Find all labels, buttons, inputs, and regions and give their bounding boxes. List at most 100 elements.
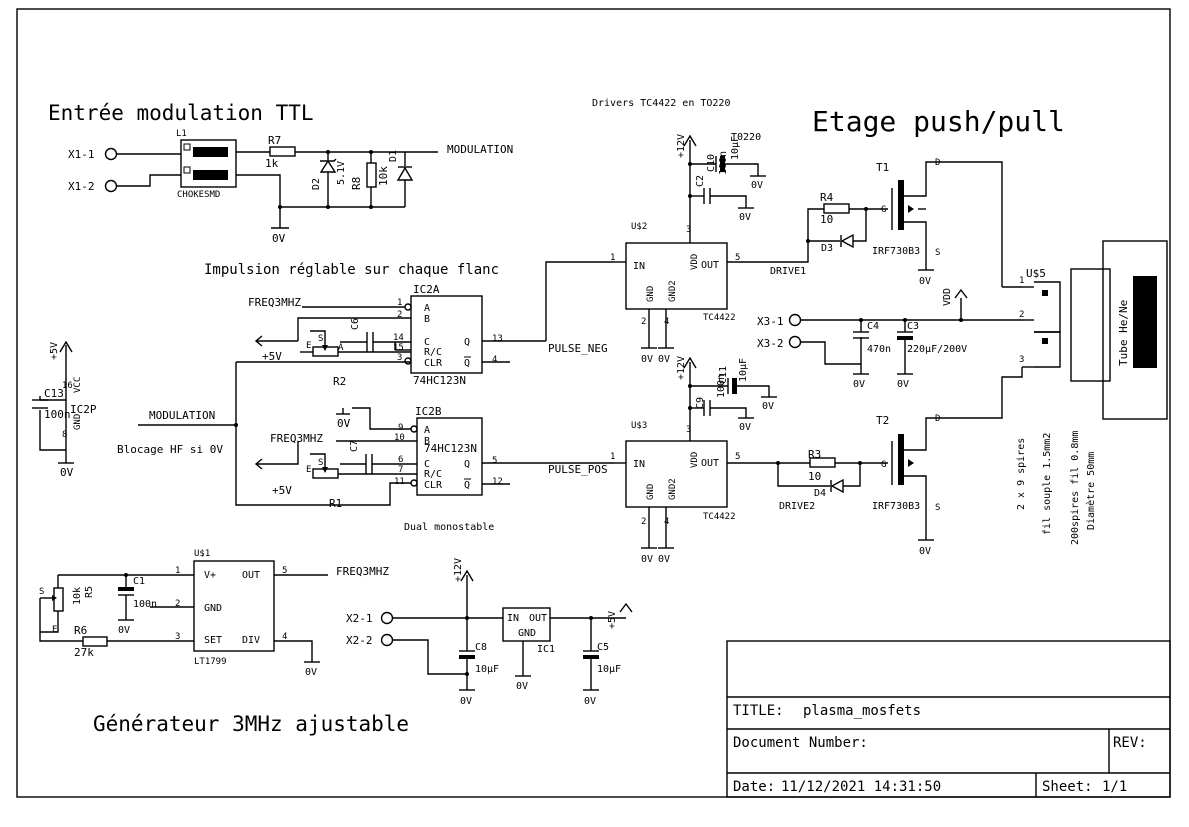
ic2p-supply: 0V +5V C13 100n IC2P VCC GND 16 8 <box>32 340 97 479</box>
svg-text:+5V: +5V <box>262 350 282 363</box>
svg-text:1: 1 <box>610 253 615 263</box>
svg-text:Q: Q <box>464 459 470 470</box>
svg-text:16: 16 <box>62 381 73 391</box>
svg-text:R/C: R/C <box>424 347 442 358</box>
svg-text:TC4422: TC4422 <box>703 313 736 323</box>
title-value: plasma_mosfets <box>803 703 921 719</box>
svg-text:2: 2 <box>397 310 402 320</box>
svg-text:10k: 10k <box>72 587 83 605</box>
svg-text:IN: IN <box>633 459 645 470</box>
resistor-r4 <box>823 203 850 214</box>
svg-text:X2-1: X2-1 <box>346 612 373 625</box>
svg-text:10k: 10k <box>377 166 390 186</box>
svg-text:100n: 100n <box>133 599 157 610</box>
svg-text:IRF730B3: IRF730B3 <box>872 501 920 512</box>
svg-text:PULSE_POS: PULSE_POS <box>548 463 608 476</box>
svg-text:U$2: U$2 <box>631 222 647 232</box>
svg-text:A: A <box>424 425 430 436</box>
svg-text:C6: C6 <box>350 318 361 330</box>
svg-text:C: C <box>424 459 430 470</box>
svg-text:10µF: 10µF <box>738 358 749 382</box>
svg-text:C13: C13 <box>44 387 64 400</box>
choke-l1: L1 CHOKESMD <box>176 129 237 200</box>
svg-text:6: 6 <box>398 455 403 465</box>
svg-text:200spires fil 0.8mm: 200spires fil 0.8mm <box>1070 431 1081 545</box>
connector-x1-2 <box>104 179 118 193</box>
svg-text:R1: R1 <box>329 497 342 510</box>
svg-text:5: 5 <box>735 452 740 462</box>
svg-text:IRF730B3: IRF730B3 <box>872 246 920 257</box>
x1-2-label: X1-2 <box>68 180 95 193</box>
svg-text:CHOKESMD: CHOKESMD <box>177 190 220 200</box>
svg-text:2: 2 <box>641 517 646 527</box>
net-modulation-label: MODULATION <box>447 143 513 156</box>
svg-text:VDD: VDD <box>942 288 953 306</box>
svg-text:C3: C3 <box>907 321 919 332</box>
svg-text:100n: 100n <box>718 151 729 175</box>
svg-text:B: B <box>424 436 430 447</box>
svg-text:3: 3 <box>686 425 691 435</box>
ttl-input-circuit: X1-1 X1-2 L1 CHOKESMD R7 1k MODULATION D… <box>68 129 513 245</box>
heading-blocking: Blocage HF si 0V <box>117 443 223 456</box>
x1-1-label: X1-1 <box>68 148 95 161</box>
svg-text:GND: GND <box>204 603 222 614</box>
svg-text:OUT: OUT <box>242 570 260 581</box>
driver-us2: U$2 TC4422 IN OUT VDD GND GND2 1 5 3 2 4… <box>610 132 766 365</box>
connector-x3-1 <box>788 313 802 327</box>
svg-text:R6: R6 <box>74 624 87 637</box>
svg-text:T2: T2 <box>876 414 889 427</box>
svg-text:10µF: 10µF <box>730 136 741 160</box>
svg-text:R/C: R/C <box>424 469 442 480</box>
svg-text:100n: 100n <box>716 374 727 398</box>
svg-text:GND: GND <box>73 414 83 430</box>
svg-text:220µF/200V: 220µF/200V <box>907 344 967 355</box>
svg-text:S: S <box>935 248 940 258</box>
svg-text:Q: Q <box>464 358 470 369</box>
svg-text:R5: R5 <box>84 586 95 598</box>
svg-text:S: S <box>318 334 323 344</box>
svg-text:IC1: IC1 <box>537 644 555 655</box>
svg-text:4: 4 <box>282 632 287 642</box>
svg-text:C8: C8 <box>475 642 487 653</box>
svg-text:E: E <box>52 625 57 635</box>
sheet-value: 1/1 <box>1102 779 1127 795</box>
resistor-r6 <box>82 636 108 647</box>
svg-text:DIV: DIV <box>242 635 260 646</box>
svg-text:DRIVE2: DRIVE2 <box>779 501 815 512</box>
svg-text:0V: 0V <box>641 554 653 565</box>
svg-text:+5V: +5V <box>49 342 60 360</box>
svg-text:FREQ3MHZ: FREQ3MHZ <box>270 432 323 445</box>
svg-text:3: 3 <box>397 353 402 363</box>
svg-text:Q: Q <box>464 337 470 348</box>
svg-text:C11: C11 <box>718 366 729 384</box>
heading-push-pull: Etage push/pull <box>812 105 1065 138</box>
heading-monostable: Dual monostable <box>404 522 494 533</box>
potentiometer-r5 <box>53 587 64 612</box>
svg-text:GND2: GND2 <box>668 280 678 302</box>
svg-text:CLR: CLR <box>424 358 443 369</box>
svg-text:VDD: VDD <box>690 254 700 270</box>
svg-text:0V: 0V <box>739 422 751 433</box>
heading-pulse: Impulsion réglable sur chaque flanc <box>204 262 499 278</box>
svg-text:5: 5 <box>492 456 497 466</box>
heading-ttl-input: Entrée modulation TTL <box>48 101 314 125</box>
svg-text:10: 10 <box>820 213 833 226</box>
svg-text:0V: 0V <box>305 667 317 678</box>
svg-text:D3: D3 <box>821 243 833 254</box>
svg-text:C: C <box>424 337 430 348</box>
connector-x2-2 <box>380 633 394 647</box>
svg-text:L1: L1 <box>176 129 187 139</box>
driver-us3: U$3 TC4422 IN OUT VDD GND GND2 1 5 3 2 4… <box>610 356 777 565</box>
svg-text:R4: R4 <box>820 191 834 204</box>
svg-text:+5V: +5V <box>607 611 618 629</box>
coil-notes: 2 x 9 spires fil souple 1.5mm2 200spires… <box>1016 431 1097 545</box>
svg-text:D: D <box>935 414 940 424</box>
svg-text:U$1: U$1 <box>194 549 210 559</box>
svg-text:OUT: OUT <box>529 613 547 624</box>
svg-text:13: 13 <box>492 334 503 344</box>
svg-text:C4: C4 <box>867 321 879 332</box>
date-value: 11/12/2021 14:31:50 <box>781 779 941 795</box>
svg-text:+12V: +12V <box>676 134 687 158</box>
svg-text:Diamètre 50mm: Diamètre 50mm <box>1085 452 1097 530</box>
